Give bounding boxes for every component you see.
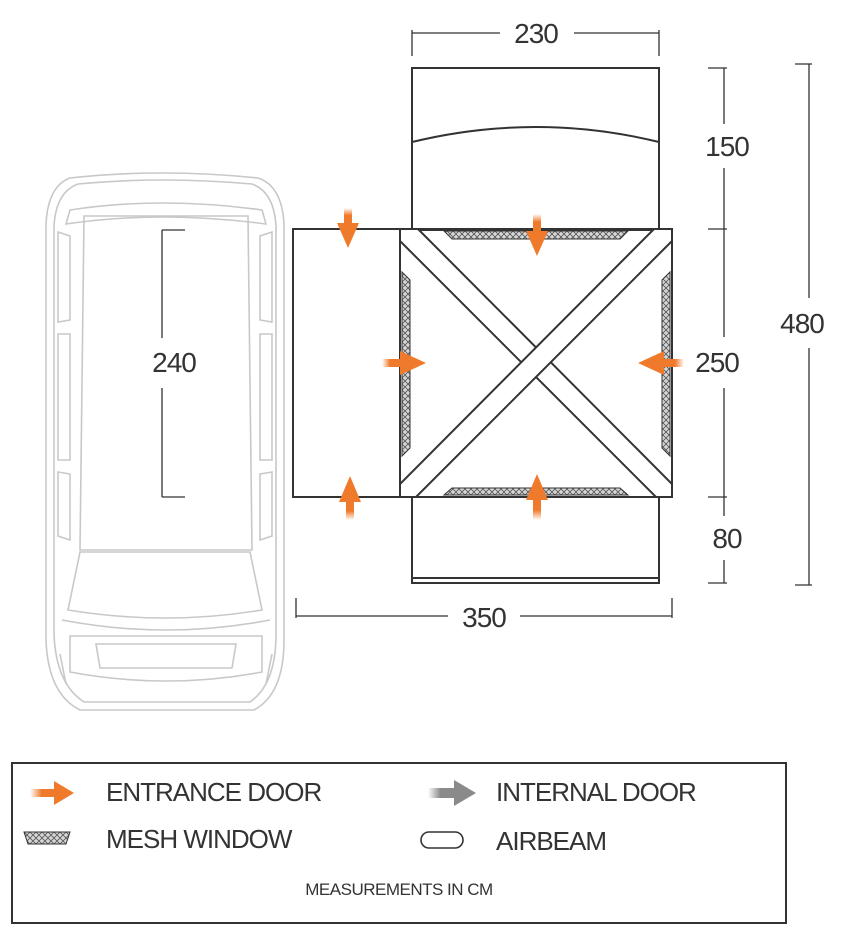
total-depth-dimension xyxy=(795,63,812,586)
entrance-door-arrow xyxy=(526,474,548,520)
legend-entrance-door-icon xyxy=(30,781,74,805)
legend-airbeam-label: AIRBEAM xyxy=(496,826,606,856)
vehicle-length-dimension xyxy=(161,229,185,498)
vehicle-length-label: 240 xyxy=(152,347,196,378)
legend-mesh-window-icon xyxy=(23,831,71,845)
legend-internal-door-label: INTERNAL DOOR xyxy=(496,777,696,807)
legend-airbeam-icon xyxy=(420,831,464,849)
legend-measurements-note: MEASUREMENTS IN CM xyxy=(305,880,492,899)
main-depth-label: 250 xyxy=(695,347,739,378)
top-width-label: 230 xyxy=(514,18,558,49)
entrance-door-arrow xyxy=(337,208,359,248)
total-width-dimension xyxy=(295,598,673,618)
legend-mesh-window-label: MESH WINDOW xyxy=(106,824,293,854)
rear-extension xyxy=(411,497,660,584)
legend-entrance-door-label: ENTRANCE DOOR xyxy=(106,777,321,807)
legend: ENTRANCE DOOR INTERNAL DOOR MESH WINDOW … xyxy=(11,762,787,924)
right-depth-dimensions xyxy=(708,67,727,584)
airbeams xyxy=(399,228,673,498)
top-width-dimension xyxy=(411,30,660,56)
vehicle-outline xyxy=(45,172,285,711)
entrance-door-arrow xyxy=(339,476,361,520)
entrance-door-arrow xyxy=(382,351,426,375)
rear-depth-label: 80 xyxy=(712,523,742,554)
front-depth-label: 150 xyxy=(705,131,749,162)
total-width-label: 350 xyxy=(462,602,506,633)
entrance-door-arrow xyxy=(638,351,684,375)
total-depth-label: 480 xyxy=(780,308,824,339)
legend-box xyxy=(11,762,787,924)
legend-internal-door-icon xyxy=(428,780,476,806)
entrance-door-arrows xyxy=(337,208,684,520)
entrance-door-arrow xyxy=(526,214,548,256)
front-canopy xyxy=(411,67,660,231)
